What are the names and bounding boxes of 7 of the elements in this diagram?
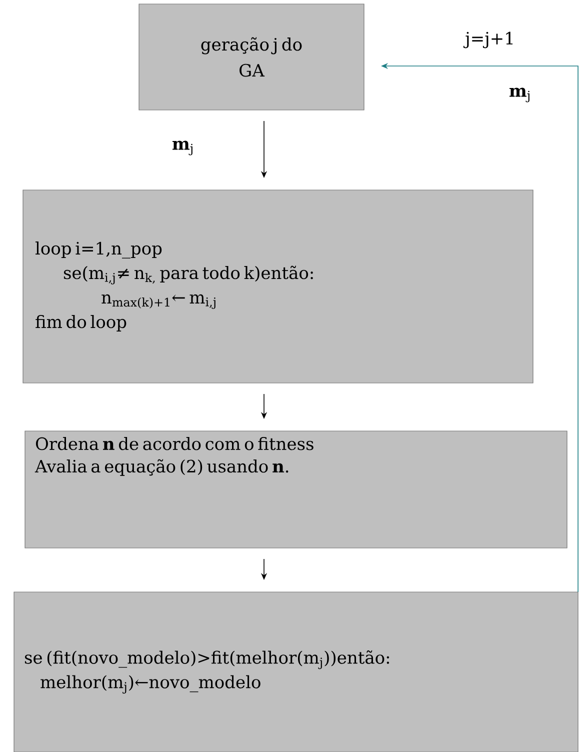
step-box: loop i=1,n_pop se(m$_{i,j}$≠ n$_{k,}$ para todo k)então: n$_{max(k)+1}$← m$_{i,j}$ fim do loop [22,190,534,384]
edge-label: m$_{j}$ [170,140,196,156]
step-box: Ordena n de acordo com o fitness Avalia a equação (2) usando n. [24,430,568,548]
step-box: se (fit(novo_modelo)>fit(melhor(m$_{j}$))então: melhor(m$_{j}$)←novo_modelo [14,592,578,752]
edge-label: j=j+1 [463,30,516,50]
step-box: geração j do GA [138,4,364,110]
flow-label: m$_{j}$ [510,88,530,102]
